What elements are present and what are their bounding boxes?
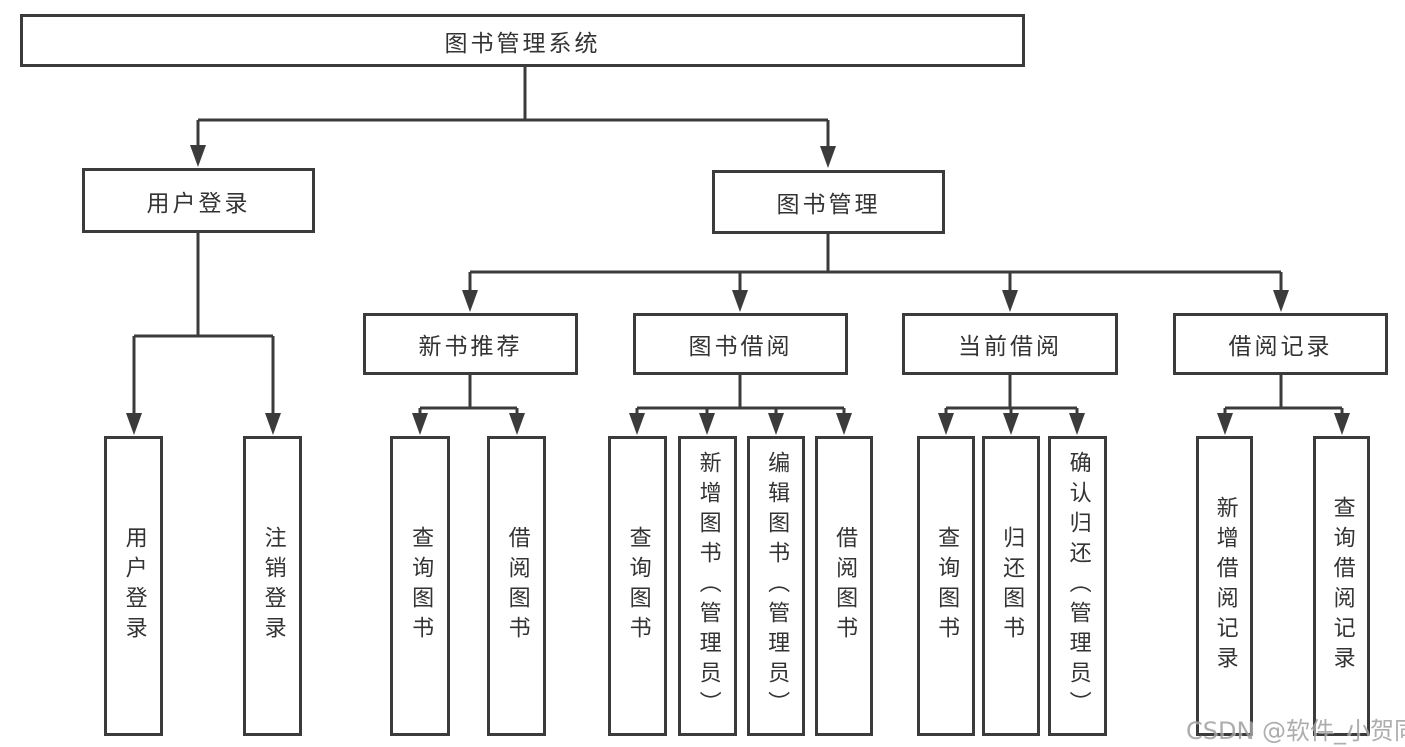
leaf-newbook-query-label: 查询图书 xyxy=(408,526,434,646)
leaf-borrow-edit-book-label: 编辑图书（管理员） xyxy=(764,451,790,721)
node-book-borrow: 图书借阅 xyxy=(633,313,848,375)
leaf-current-query-label: 查询图书 xyxy=(934,526,960,646)
node-book-borrow-label: 图书借阅 xyxy=(688,334,793,360)
leaf-current-confirm-return-label: 确认归还（管理员） xyxy=(1065,451,1091,721)
leaf-newbook-borrow: 借阅图书 xyxy=(487,436,546,736)
leaf-current-return-label: 归还图书 xyxy=(999,526,1025,646)
node-book-management: 图书管理 xyxy=(712,170,945,234)
leaf-borrow-query: 查询图书 xyxy=(608,436,667,736)
leaf-user-login: 用户登录 xyxy=(104,436,163,736)
csdn-watermark: CSDN @软件_小贺同学 xyxy=(1186,717,1405,745)
node-book-management-label: 图书管理 xyxy=(776,192,881,218)
node-borrow-records: 借阅记录 xyxy=(1173,313,1388,375)
node-new-book-recommend-label: 新书推荐 xyxy=(418,334,523,360)
leaf-current-query: 查询图书 xyxy=(917,436,975,736)
leaf-newbook-query: 查询图书 xyxy=(390,436,450,736)
leaf-record-add-label: 新增借阅记录 xyxy=(1212,496,1238,676)
leaf-borrow-edit-book: 编辑图书（管理员） xyxy=(747,436,805,736)
leaf-record-add: 新增借阅记录 xyxy=(1196,436,1253,736)
leaf-newbook-borrow-label: 借阅图书 xyxy=(504,526,530,646)
leaf-borrow-book-label: 借阅图书 xyxy=(832,526,858,646)
node-current-borrow: 当前借阅 xyxy=(902,313,1118,375)
leaf-current-return: 归还图书 xyxy=(982,436,1040,736)
leaf-logout-label: 注销登录 xyxy=(260,526,286,646)
node-root: 图书管理系统 xyxy=(20,14,1025,67)
leaf-user-login-label: 用户登录 xyxy=(121,526,147,646)
node-user-login: 用户登录 xyxy=(82,168,315,233)
node-root-label: 图书管理系统 xyxy=(444,30,601,57)
node-user-login-label: 用户登录 xyxy=(146,190,251,217)
node-borrow-records-label: 借阅记录 xyxy=(1228,334,1333,360)
leaf-borrow-add-book-label: 新增图书（管理员） xyxy=(695,451,721,721)
node-current-borrow-label: 当前借阅 xyxy=(958,334,1062,360)
leaf-borrow-query-label: 查询图书 xyxy=(625,526,651,646)
leaf-record-query-label: 查询借阅记录 xyxy=(1329,496,1355,676)
leaf-borrow-add-book: 新增图书（管理员） xyxy=(678,436,737,736)
node-new-book-recommend: 新书推荐 xyxy=(363,313,578,375)
leaf-current-confirm-return: 确认归还（管理员） xyxy=(1048,436,1107,736)
leaf-borrow-book: 借阅图书 xyxy=(815,436,873,736)
leaf-record-query: 查询借阅记录 xyxy=(1313,436,1370,736)
connector-arrowheads xyxy=(126,145,1350,435)
leaf-logout: 注销登录 xyxy=(243,436,302,736)
